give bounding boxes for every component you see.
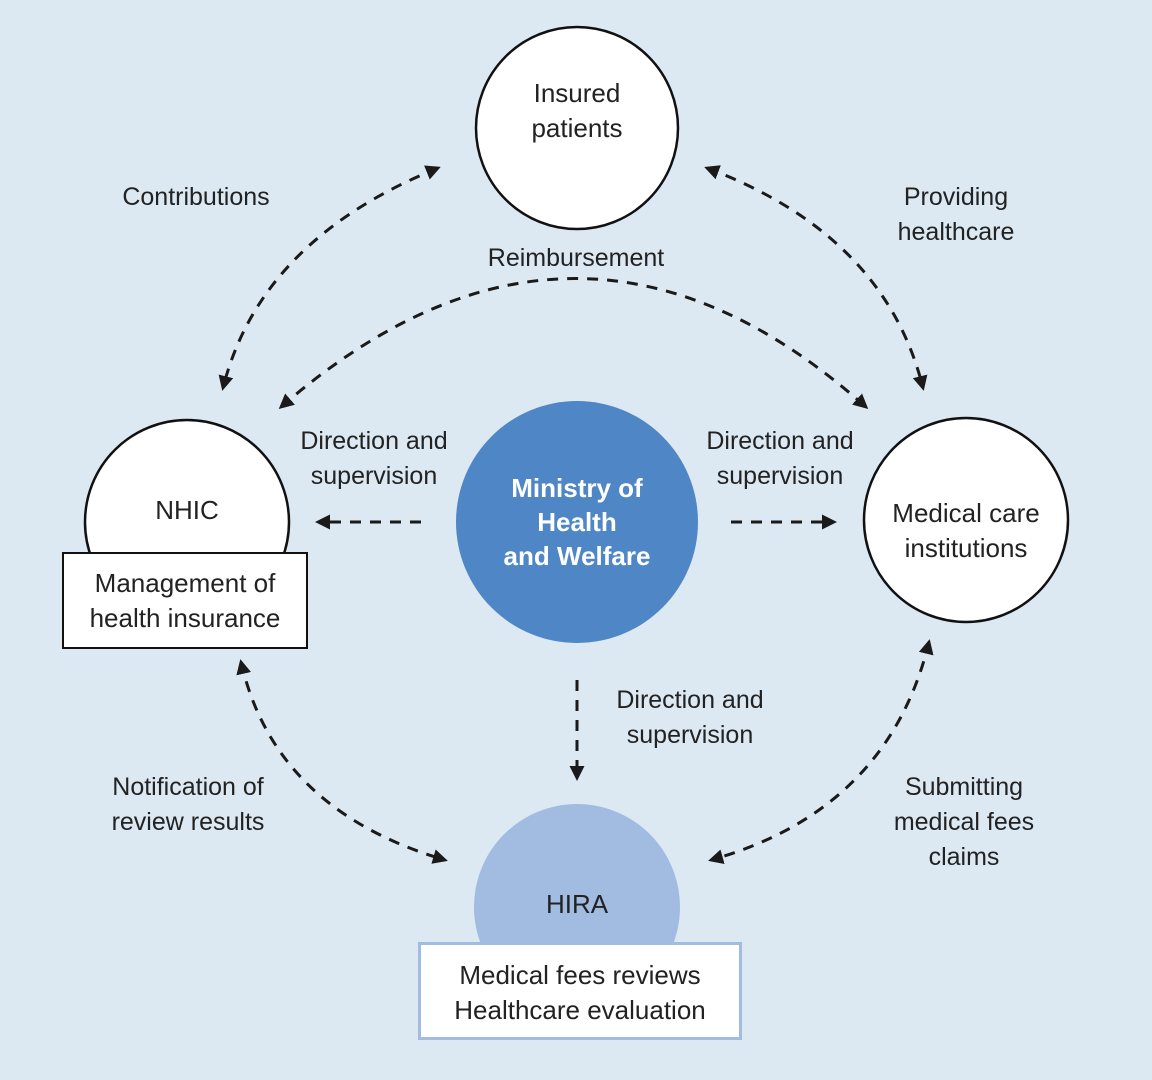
medical-care-line-2: institutions [904,533,1028,563]
nhic-management-box: Management of health insurance [62,552,308,649]
notification-line-2: review results [111,808,265,836]
direction-left-label: Direction and supervision [284,424,464,494]
insured-patients-label: Insured patients [477,76,677,146]
submitting-claims-arrow [708,639,934,864]
submitting-line-3: claims [928,843,1000,871]
nhic-line-1: NHIC [155,495,219,525]
direction-right-label: Direction and supervision [690,424,870,494]
direction-down-label: Direction and supervision [600,683,780,753]
reimbursement-arrow [278,277,869,409]
insured-patients-circle [474,25,680,231]
notification-arrow [236,659,448,864]
submitting-line-1: Submitting [904,773,1024,801]
providing-healthcare-label: Providing healthcare [866,180,1046,250]
direction-right-line-2: supervision [716,462,844,490]
direction-left-line-1: Direction and [300,427,448,455]
insured-patients-line-1: Insured [533,78,621,108]
ministry-label: Ministry of Health and Welfare [477,471,677,573]
hira-label: HIRA [497,887,657,922]
insured-patients-line-2: patients [531,113,623,143]
hira-box-line-2: Healthcare evaluation [454,995,706,1025]
medical-care-circle [862,416,1070,624]
providing-healthcare-arrow [704,165,928,391]
contributions-arrow [218,165,441,391]
direction-right-line-1: Direction and [706,427,854,455]
ministry-line-1: Ministry of [511,473,643,503]
ministry-line-3: and Welfare [503,541,651,571]
ministry-circle [456,401,698,643]
hira-box-line-1: Medical fees reviews [459,960,701,990]
notification-label: Notification of review results [88,770,288,840]
nhic-label: NHIC [107,493,267,528]
nhic-box-line-2: health insurance [89,603,281,633]
ministry-line-2: Health [537,507,617,537]
direction-down-line-1: Direction and [616,686,764,714]
nhic-box-line-1: Management of [94,568,276,598]
direction-left-line-2: supervision [310,462,438,490]
reimbursement-label: Reimbursement [466,241,686,276]
providing-line-2: healthcare [897,218,1015,246]
hira-reviews-box: Medical fees reviews Healthcare evaluati… [418,942,742,1040]
medical-care-line-1: Medical care [892,498,1040,528]
notification-line-1: Notification of [112,773,264,801]
medical-care-label: Medical care institutions [866,496,1066,566]
providing-line-1: Providing [903,183,1009,211]
contributions-label: Contributions [96,180,296,215]
submitting-line-2: medical fees [893,808,1035,836]
submitting-claims-label: Submitting medical fees claims [874,770,1054,875]
direction-down-line-2: supervision [626,721,754,749]
hira-line-1: HIRA [545,889,609,919]
contributions-line-1: Contributions [122,183,270,211]
reimbursement-line-1: Reimbursement [487,244,665,272]
